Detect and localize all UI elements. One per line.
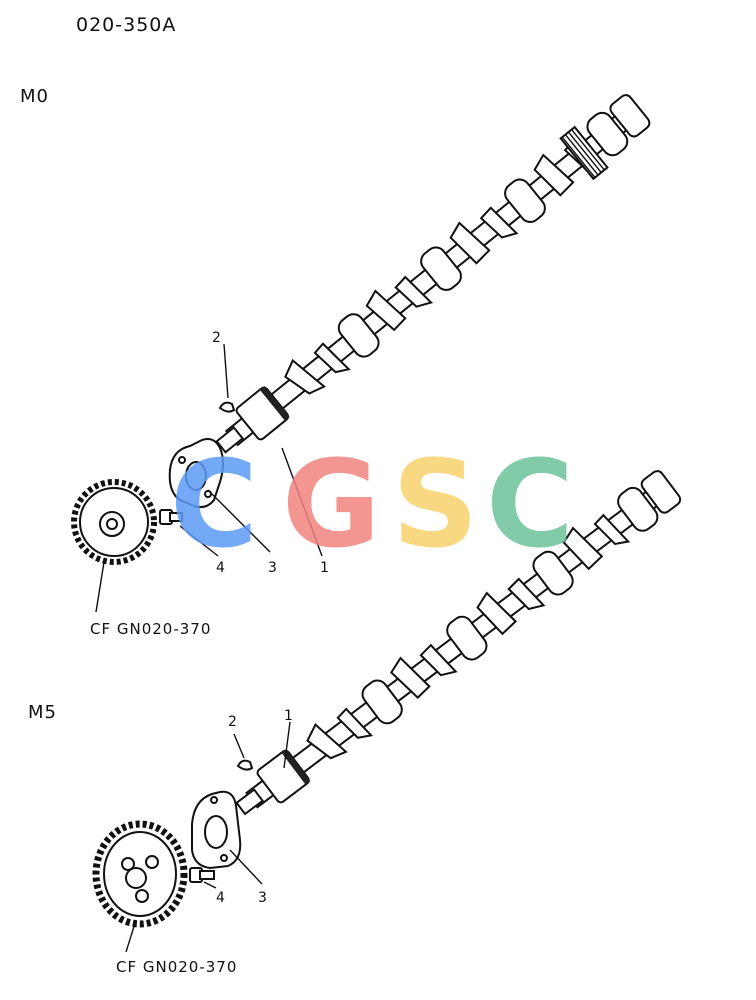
section-label-m0: M0 xyxy=(20,86,49,107)
gear-reference-m5: CF GN020-370 xyxy=(116,958,238,976)
callout-3-m0: 3 xyxy=(268,560,277,576)
watermark-letter-4: C xyxy=(486,436,574,575)
camshaft-m0 xyxy=(205,88,655,465)
callout-3-m5: 3 xyxy=(258,890,267,906)
callout-2-m5: 2 xyxy=(228,714,237,730)
watermark-letter-3: S xyxy=(392,436,478,575)
bolt-m0 xyxy=(159,509,183,525)
callout-2-m0: 2 xyxy=(212,330,221,346)
key-m5 xyxy=(236,759,254,771)
key-m0 xyxy=(218,401,236,413)
callout-1-m0: 1 xyxy=(320,560,329,576)
callout-4-m5: 4 xyxy=(216,890,225,906)
document-code: 020-350A xyxy=(76,14,177,36)
cam-gear-m5 xyxy=(92,820,188,928)
section-label-m5: M5 xyxy=(28,702,57,723)
cam-gear-m0 xyxy=(71,479,157,565)
gear-reference-m0: CF GN020-370 xyxy=(90,620,212,638)
watermark: C G S C xyxy=(170,436,574,575)
watermark-letter-1: C xyxy=(170,436,258,575)
callout-4-m0: 4 xyxy=(216,560,225,576)
bolt-m5 xyxy=(189,867,215,883)
watermark-letter-2: G xyxy=(282,436,381,575)
callout-1-m5: 1 xyxy=(284,708,293,724)
